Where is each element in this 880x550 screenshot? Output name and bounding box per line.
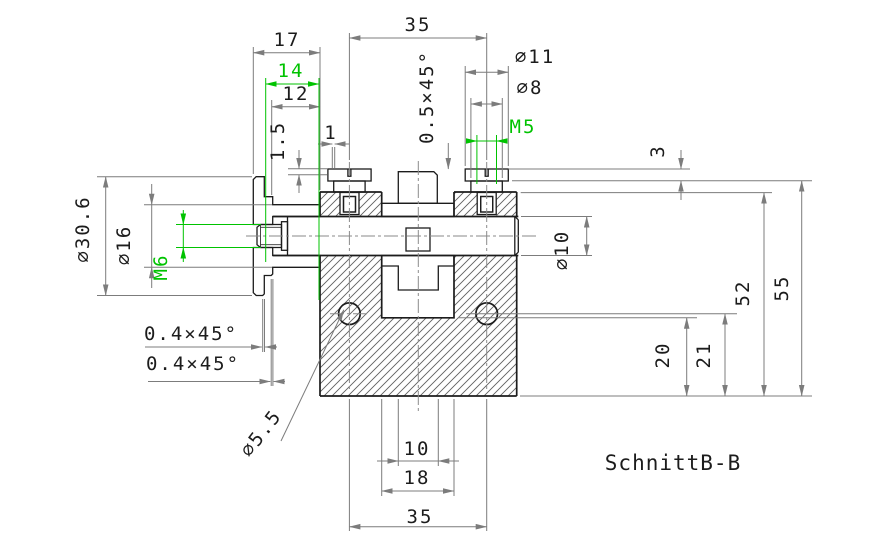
dim-1: 1 [324,122,337,144]
dim-35-top: 35 [405,14,432,36]
dim-55: 55 [771,275,793,302]
dim-3: 3 [647,144,669,157]
dim-dia-5-5: ⌀5.5 [236,405,286,461]
dim-52: 52 [732,280,754,307]
dim-14: 14 [278,60,305,82]
dimension-lines [97,33,812,531]
dim-dia-30-6: ⌀30.6 [72,195,94,262]
dim-chamfer-0-5x45: 0.5×45° [416,50,438,144]
dim-17: 17 [274,29,301,51]
dimension-labels: 17 35 14 12 1.5 1 0.5×45° ⌀11 ⌀8 M5 3 ⌀3… [72,14,793,528]
dim-21: 21 [693,342,715,369]
dim-20: 20 [652,342,674,369]
green-dimension-lines [176,78,508,300]
dim-dia-16: ⌀16 [113,225,135,265]
dim-m6: M6 [150,254,172,281]
section-title: SchnittB-B [605,451,741,475]
dim-chamfer-1: 0.4×45° [144,323,238,345]
dim-m5: M5 [510,116,537,138]
dim-12: 12 [283,83,310,105]
dim-35-bottom: 35 [407,506,434,528]
dim-chamfer-2: 0.4×45° [146,353,240,375]
dim-18: 18 [404,467,431,489]
shaft-key [405,227,431,252]
dim-dia-11: ⌀11 [515,46,555,68]
dim-dia-8: ⌀8 [517,77,544,99]
dim-10-bottom: 10 [404,438,431,460]
dim-1-5: 1.5 [267,121,289,161]
centerlines [246,161,536,412]
dim-dia-10: ⌀10 [551,230,573,270]
